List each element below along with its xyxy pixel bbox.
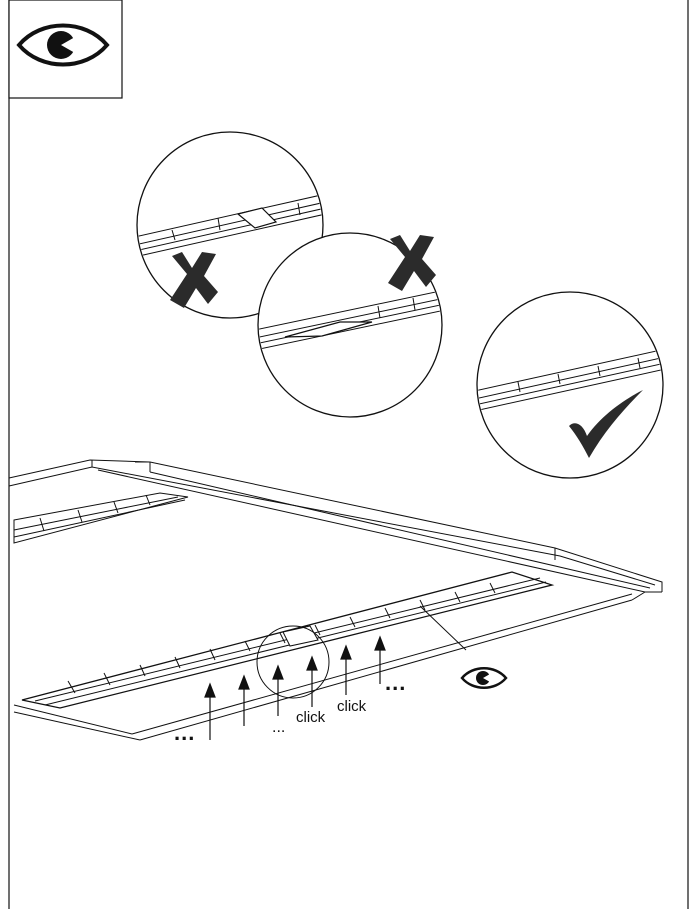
click-label: click [337,698,367,715]
ellipsis-label: ... [174,720,195,745]
check-mark-icon [569,390,643,458]
arrow-up-icon [340,644,352,695]
ellipsis-label: ... [385,670,406,695]
eye-icon [460,667,508,689]
detail-circle-wrong-2 [257,232,443,418]
page-frame [8,0,689,909]
header-eye-box [8,0,123,99]
arrow-up-icon [238,674,250,726]
click-label: click [296,709,326,726]
arrow-up-icon [374,635,386,684]
arrow-up-icon [204,682,216,740]
push-arrows [204,635,386,740]
eye-icon [16,23,110,67]
arrow-up-icon [306,655,318,707]
detail-circle-correct [476,291,664,479]
cross-mark-icon [170,252,218,308]
ceiling-panel [8,459,663,741]
arrow-up-icon [272,664,284,716]
ellipsis-label: ... [272,719,285,736]
magnifier-circle [256,625,330,699]
cross-mark-icon [388,235,436,291]
